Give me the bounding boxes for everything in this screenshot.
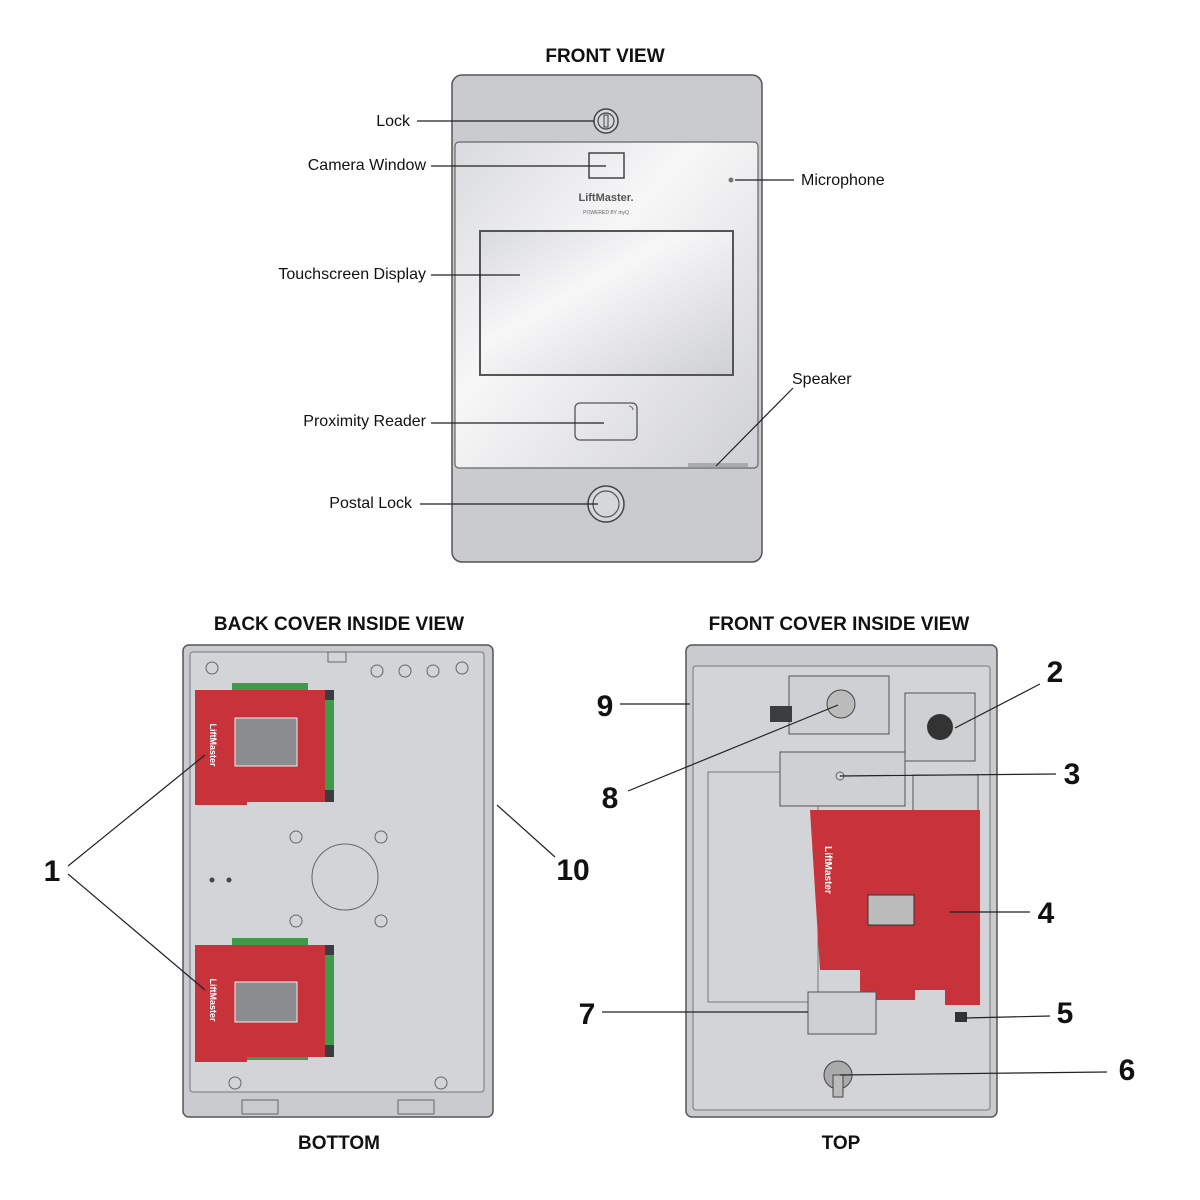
- speaker-slot: [688, 463, 748, 467]
- callout-4: 4: [1038, 897, 1055, 930]
- callout-5: 5: [1057, 997, 1074, 1030]
- front-cover: LiftMaster: [685, 644, 998, 1118]
- bracket: [779, 751, 906, 807]
- speaker-module: [904, 692, 976, 762]
- touchscreen-display: [479, 230, 734, 376]
- callout-10: 10: [556, 854, 589, 887]
- front-view-title: FRONT VIEW: [545, 46, 664, 67]
- svg-text:LiftMaster.: LiftMaster.: [578, 192, 633, 204]
- back-cover-title: BACK COVER INSIDE VIEW: [214, 614, 464, 635]
- label-speaker: Speaker: [792, 371, 852, 388]
- camera-module: [770, 675, 890, 735]
- lock-icon: [593, 108, 619, 134]
- access-board-bottom: LiftMaster: [195, 938, 334, 1062]
- label-touchscreen: Touchscreen Display: [278, 266, 426, 283]
- liftmaster-logo: LiftMaster. POWERED BY myQ: [578, 192, 633, 216]
- controller-board: LiftMaster: [810, 810, 980, 1005]
- callout-6: 6: [1119, 1054, 1136, 1087]
- callout-8: 8: [602, 782, 619, 815]
- access-board-top: LiftMaster: [195, 683, 334, 805]
- callout-9: 9: [597, 690, 614, 723]
- postal-lock-icon: [587, 485, 625, 523]
- label-microphone: Microphone: [801, 172, 885, 189]
- svg-text:POWERED BY myQ: POWERED BY myQ: [583, 210, 629, 216]
- front-cover-title: FRONT COVER INSIDE VIEW: [709, 614, 970, 635]
- label-camera-window: Camera Window: [308, 157, 427, 174]
- front-view-device: LiftMaster. POWERED BY myQ: [451, 74, 763, 563]
- callout-7: 7: [579, 998, 596, 1031]
- label-proximity-reader: Proximity Reader: [303, 413, 426, 430]
- proximity-reader: [574, 402, 638, 441]
- tamper-switch: [807, 991, 877, 1035]
- svg-text:LiftMaster: LiftMaster: [208, 978, 218, 1022]
- callout-2: 2: [1047, 656, 1064, 689]
- microphone-dot: [728, 177, 734, 183]
- callout-1: 1: [44, 855, 61, 888]
- callout-3: 3: [1064, 758, 1081, 791]
- label-lock: Lock: [376, 113, 411, 130]
- postal-lock-rear: [823, 1060, 853, 1098]
- nfc-icon: [628, 405, 634, 411]
- top-label: TOP: [822, 1133, 861, 1154]
- bottom-label: BOTTOM: [298, 1133, 380, 1154]
- label-postal-lock: Postal Lock: [329, 495, 413, 512]
- svg-text:LiftMaster: LiftMaster: [822, 846, 833, 894]
- svg-text:LiftMaster: LiftMaster: [208, 723, 218, 767]
- back-cover: LiftMaster LiftMaster: [182, 644, 494, 1118]
